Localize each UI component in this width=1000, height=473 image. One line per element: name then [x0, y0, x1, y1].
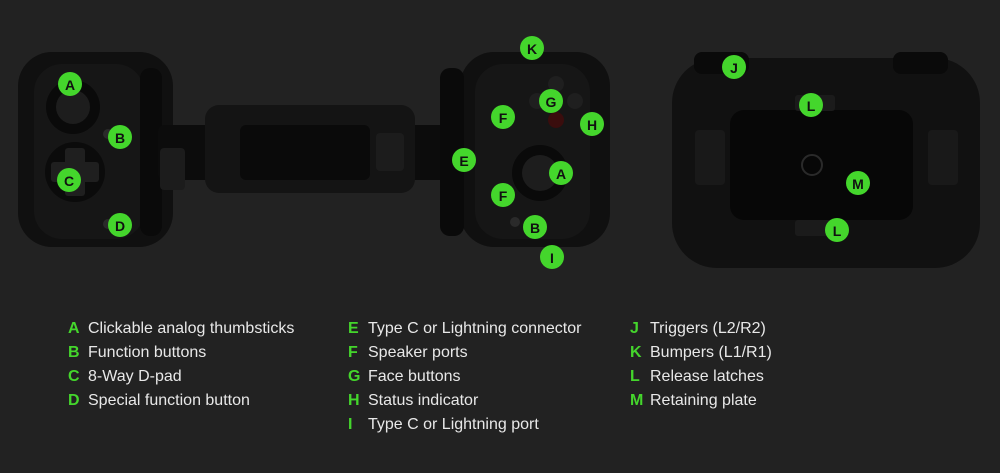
legend-letter: H — [348, 392, 360, 409]
legend-item: D Special function button — [68, 392, 294, 416]
callout-marker — [846, 171, 870, 195]
callout-letter: L — [807, 98, 816, 114]
legend-label: Face buttons — [368, 368, 461, 385]
legend-letter: I — [348, 416, 353, 433]
callout-marker — [491, 105, 515, 129]
callout-marker — [491, 183, 515, 207]
left-grip — [18, 52, 173, 247]
callout-letter: B — [115, 130, 125, 146]
legend-item: H Status indicator — [348, 392, 581, 416]
callout-letter: D — [115, 218, 125, 234]
telescopic-bridge — [158, 105, 468, 193]
razer-logo-icon — [801, 154, 823, 176]
legend-letter: D — [68, 392, 80, 409]
legend-item: E Type C or Lightning connector — [348, 320, 581, 344]
legend-label: Type C or Lightning connector — [368, 320, 582, 337]
legend-item: F Speaker ports — [348, 344, 581, 368]
callout-marker — [452, 148, 476, 172]
callout-letter: F — [499, 188, 508, 204]
legend-label: Status indicator — [368, 392, 479, 409]
legend-item: G Face buttons — [348, 368, 581, 392]
legend-letter: L — [630, 368, 640, 385]
face-button-top — [548, 76, 564, 92]
callout-marker — [799, 93, 823, 117]
callout-letter: K — [527, 41, 537, 57]
controller-diagram: A B C D A B E F F G H I K J L M L — [18, 36, 980, 269]
callout-letter: G — [546, 94, 557, 110]
callout-letter: I — [550, 250, 554, 266]
legend-label: Bumpers (L1/R1) — [650, 344, 772, 361]
legend-item: K Bumpers (L1/R1) — [630, 344, 772, 368]
legend-label: Function buttons — [88, 344, 207, 361]
legend-letter: A — [68, 320, 80, 337]
legend-label: 8-Way D-pad — [88, 368, 182, 385]
legend-label: Triggers (L2/R2) — [650, 320, 766, 337]
legend-item: L Release latches — [630, 368, 772, 392]
callout-letter: B — [530, 220, 540, 236]
face-button-bottom — [548, 112, 564, 128]
legend-label: Special function button — [88, 392, 250, 409]
callout-letter: H — [587, 117, 597, 133]
callout-marker — [108, 213, 132, 237]
legend-item: C 8-Way D-pad — [68, 368, 294, 392]
legend-label: Type C or Lightning port — [368, 416, 539, 433]
callout-letter: E — [459, 153, 468, 169]
legend-column: J Triggers (L2/R2) K Bumpers (L1/R1) L Releas… — [630, 320, 772, 416]
legend-label: Clickable analog thumbsticks — [88, 320, 295, 337]
legend-letter: G — [348, 368, 361, 385]
legend-label: Retaining plate — [650, 392, 757, 409]
legend-label: Release latches — [650, 368, 764, 385]
legend-letter: E — [348, 320, 359, 337]
callout-letter: A — [65, 77, 75, 93]
callout-markers: A B C D A B E F F G H I K J L M L — [57, 36, 870, 269]
callout-marker — [57, 168, 81, 192]
callout-marker — [520, 36, 544, 60]
legend-item: A Clickable analog thumbsticks — [68, 320, 294, 344]
callout-marker — [540, 245, 564, 269]
legend-item: M Retaining plate — [630, 392, 772, 416]
callout-marker — [108, 125, 132, 149]
callout-letter: A — [556, 166, 566, 182]
callout-marker — [722, 55, 746, 79]
callout-marker — [523, 215, 547, 239]
callout-letter: M — [852, 176, 864, 192]
back-view — [672, 52, 980, 268]
legend-item: J Triggers (L2/R2) — [630, 320, 772, 344]
callout-marker — [539, 89, 563, 113]
face-button-right — [567, 93, 583, 109]
legend-item: B Function buttons — [68, 344, 294, 368]
callout-marker — [825, 218, 849, 242]
legend-letter: F — [348, 344, 358, 361]
callout-marker — [549, 161, 573, 185]
legend-letter: B — [68, 344, 80, 361]
callout-marker — [580, 112, 604, 136]
legend-letter: M — [630, 392, 644, 409]
legend-label: Speaker ports — [368, 344, 468, 361]
callout-letter: C — [64, 173, 74, 189]
legend-item: I Type C or Lightning port — [348, 416, 581, 440]
legend-letter: C — [68, 368, 80, 385]
callout-letter: J — [730, 60, 738, 76]
legend-letter: K — [630, 344, 642, 361]
callout-marker — [58, 72, 82, 96]
legend-letter: J — [630, 320, 639, 337]
callout-letter: L — [833, 223, 842, 239]
callout-letter: F — [499, 110, 508, 126]
